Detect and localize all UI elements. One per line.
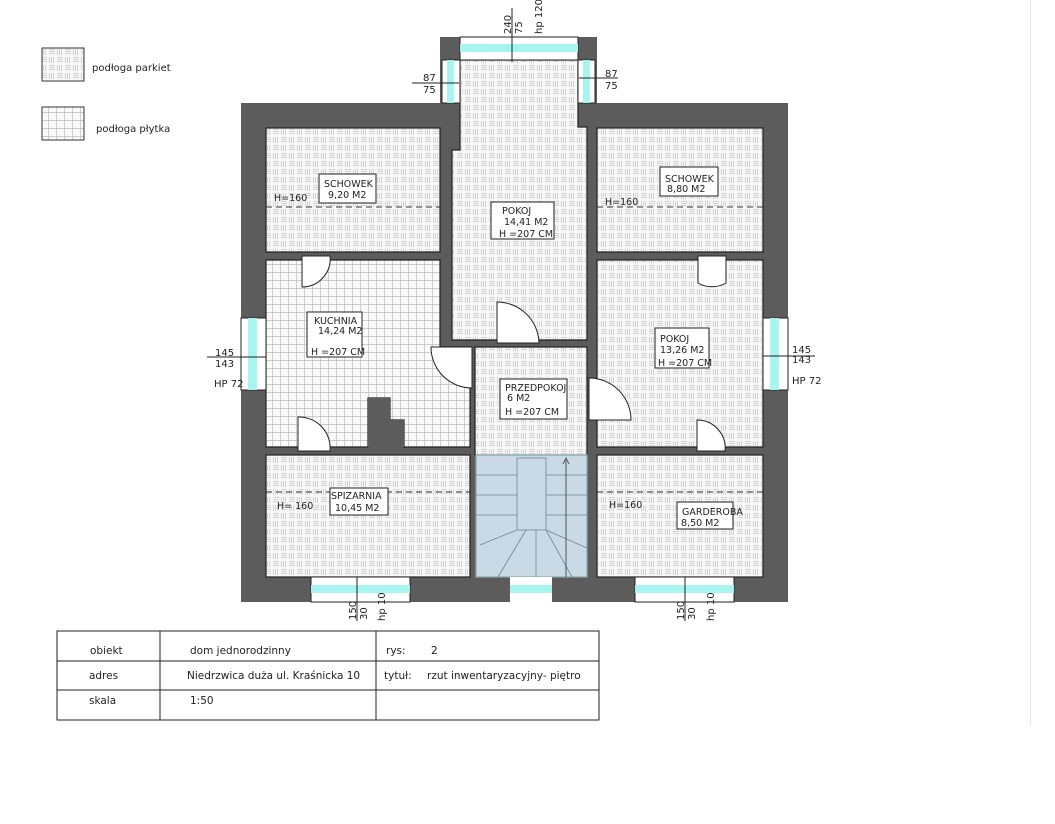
doors — [297, 255, 727, 452]
right-window-width: 145 — [792, 345, 811, 356]
door-kuchnia — [430, 346, 473, 389]
room-height: H =207 CM — [505, 407, 559, 418]
room-area: 14,24 M2 — [318, 326, 362, 337]
room-name: KUCHNIA — [314, 316, 358, 327]
room-name: POKOJ — [660, 334, 689, 345]
stairs — [475, 454, 588, 578]
room-name: PRZEDPOKOJ — [505, 383, 566, 394]
bottom-right-window-height: 30 — [687, 607, 698, 620]
top-window-width: 240 — [503, 15, 514, 34]
bay-right-width: 87 — [605, 69, 618, 80]
rys-value: 2 — [431, 645, 438, 657]
height-note: H=160 — [274, 193, 307, 204]
door-pokoj-schowek — [697, 255, 727, 288]
room-height: H =207 CM — [658, 358, 712, 369]
room-height: H =207 CM — [311, 347, 365, 358]
room-name: SPIZARNIA — [331, 491, 382, 502]
left-window-height: 143 — [215, 359, 234, 370]
left-window-hp: HP 72 — [214, 379, 243, 390]
room-name: GARDEROBA — [682, 507, 743, 518]
top-window-height: 75 — [514, 21, 525, 34]
tytul-value: rzut inwentaryzacyjny- piętro — [427, 670, 581, 682]
obiekt-value: dom jednorodzinny — [190, 645, 291, 657]
label-boxes — [306, 166, 734, 530]
title-block: obiekt dom jednorodzinny rys: 2 adres Ni… — [56, 630, 600, 721]
room-area: 9,20 M2 — [328, 190, 366, 201]
room-area: 6 M2 — [507, 393, 530, 404]
legend-parquet-label: podłoga parkiet — [92, 63, 171, 74]
tytul-label: tytuł: — [384, 670, 412, 682]
room-area: 14,41 M2 — [504, 217, 548, 228]
bottom-left-window-width: 150 — [348, 601, 359, 620]
dimension-lines — [207, 8, 815, 621]
adres-label: adres — [89, 670, 118, 682]
adres-value: Niedrzwica duża ul. Kraśnicka 10 — [187, 670, 360, 682]
room-height: H =207 CM — [499, 229, 553, 240]
left-window-width: 145 — [215, 348, 234, 359]
page-edge — [1030, 0, 1031, 726]
skala-value: 1:50 — [190, 695, 214, 707]
chimney — [368, 398, 404, 447]
bottom-right-window-hp: hp 10 — [706, 592, 717, 621]
right-window-hp: HP 72 — [792, 376, 821, 387]
top-window-hp: hp 120 — [534, 0, 545, 34]
room-name: SCHOWEK — [665, 174, 715, 185]
room-area: 8,50 M2 — [681, 518, 719, 529]
bottom-right-window-width: 150 — [676, 601, 687, 620]
room-spizarnia — [265, 454, 471, 578]
room-schowek-left — [265, 127, 441, 253]
height-note: H=160 — [605, 197, 638, 208]
room-area: 13,26 M2 — [660, 345, 704, 356]
door-garderoba — [696, 419, 726, 452]
legend-tile-swatch — [41, 106, 85, 141]
room-area: 10,45 M2 — [335, 503, 379, 514]
legend-tile-label: podłoga płytka — [96, 124, 170, 135]
height-note: H= 160 — [277, 501, 313, 512]
rys-label: rys: — [386, 645, 406, 657]
bay-left-width: 87 — [423, 73, 436, 84]
height-note: H=160 — [609, 500, 642, 511]
legend: podłoga parkiet podłoga płytka — [41, 47, 171, 141]
bay-right-height: 75 — [605, 81, 618, 92]
bay-left-height: 75 — [423, 85, 436, 96]
obiekt-label: obiekt — [90, 645, 123, 657]
door-pokoj-right — [588, 377, 632, 421]
bottom-left-window-hp: hp 10 — [377, 592, 388, 621]
room-area: 8,80 M2 — [667, 184, 705, 195]
bottom-left-window-height: 30 — [359, 607, 370, 620]
legend-parquet-swatch — [41, 47, 85, 82]
door-pokoj-middle — [496, 301, 540, 344]
room-pokoj-middle — [451, 59, 588, 341]
room-name: SCHOWEK — [324, 179, 374, 190]
room-name: POKOJ — [502, 206, 531, 217]
door-spizarnia — [297, 416, 331, 452]
stairs-lines — [476, 457, 588, 578]
door-kuchnia-schowek — [301, 255, 331, 288]
skala-label: skala — [89, 695, 116, 707]
right-window-height: 143 — [792, 355, 811, 366]
